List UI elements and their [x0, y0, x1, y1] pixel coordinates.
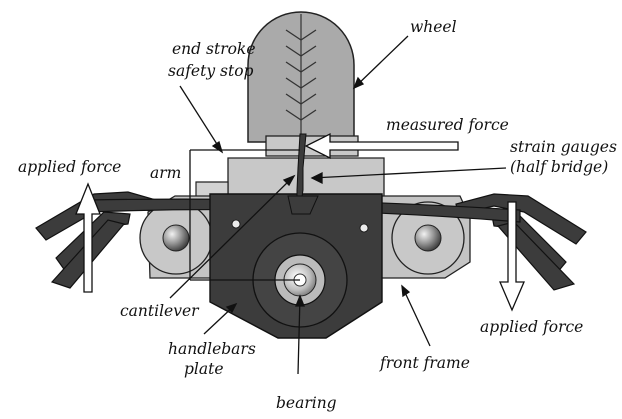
- label-strain-gauges: strain gauges: [510, 138, 617, 156]
- right-arm: [455, 193, 587, 291]
- right-roller: [391, 201, 465, 275]
- arm-dimension: [189, 149, 300, 281]
- label-wheel: wheel: [410, 18, 457, 36]
- label-arm: arm: [150, 164, 181, 182]
- label-end-stroke: end stroke: [172, 40, 256, 58]
- label-cantilever: cantilever: [120, 302, 200, 320]
- left-roller: [139, 201, 213, 275]
- label-measured-force: measured force: [386, 116, 509, 134]
- applied-force-arrow-left: [75, 182, 101, 293]
- label-handlebars: handlebars: [168, 340, 256, 358]
- leader-lines: [169, 35, 507, 375]
- label-applied-force-right: applied force: [480, 318, 583, 336]
- label-plate: plate: [184, 360, 224, 378]
- applied-force-arrow-right: [499, 201, 525, 312]
- label-bearing: bearing: [276, 394, 337, 412]
- wheel-shape: [247, 11, 355, 143]
- label-front-frame: front frame: [379, 354, 470, 372]
- label-applied-force-left: applied force: [18, 158, 121, 176]
- cantilever-shape: [287, 133, 319, 215]
- label-half-bridge: (half bridge): [510, 158, 608, 176]
- label-safety-stop: safety stop: [168, 62, 254, 80]
- measured-force-arrow: [304, 132, 459, 160]
